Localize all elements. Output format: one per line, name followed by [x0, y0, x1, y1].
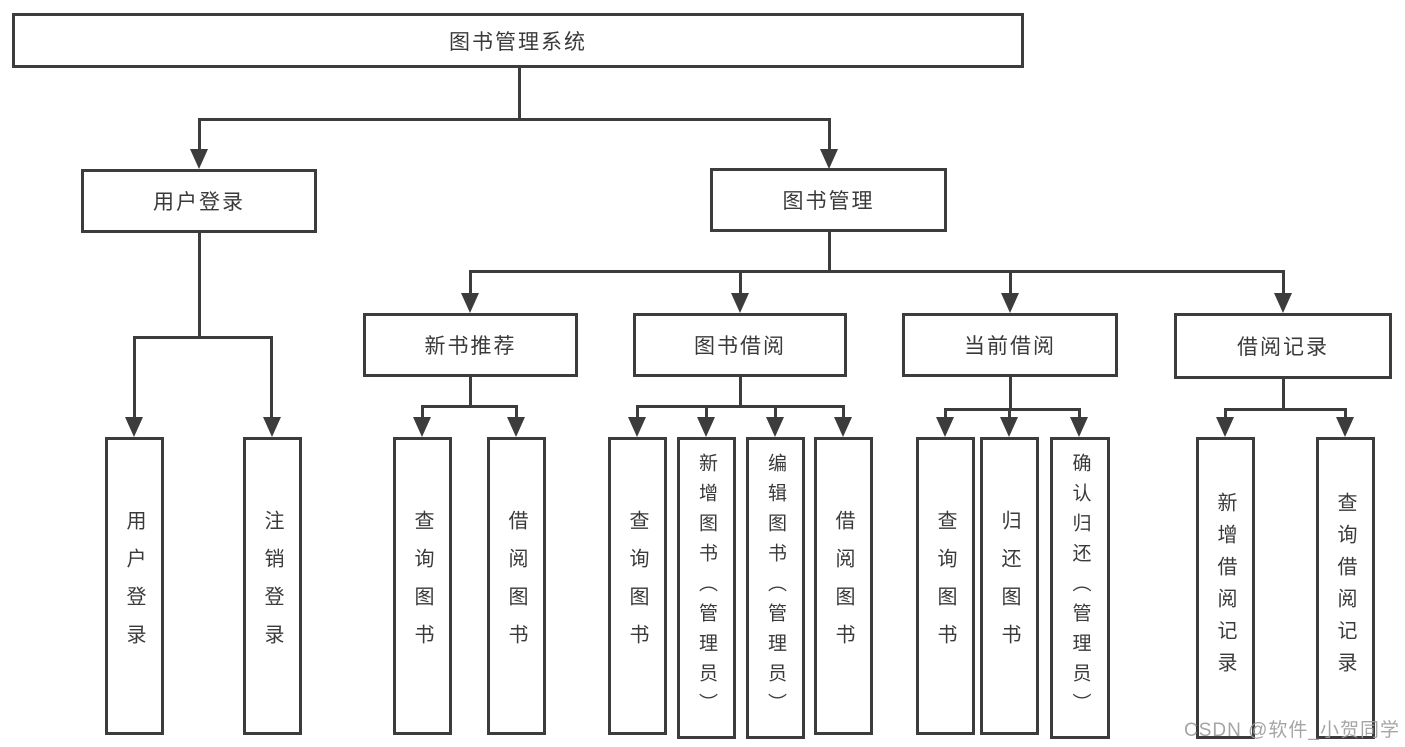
node-record-add-label: 新增借阅记录	[1214, 492, 1236, 684]
node-new-book-recommend-label: 新书推荐	[424, 335, 517, 358]
node-book-management-label: 图书管理	[782, 190, 875, 213]
connector-login-drop	[270, 336, 273, 419]
connector-current-stem	[1009, 377, 1012, 410]
arrow-down-icon	[507, 417, 525, 437]
arrow-down-icon	[263, 417, 281, 437]
node-new-book-recommend: 新书推荐	[363, 313, 578, 377]
connector-mgmt-stem	[828, 232, 831, 272]
arrow-down-icon	[190, 149, 208, 169]
node-book-borrowing-label: 图书借阅	[694, 335, 786, 358]
connector-current-bar	[944, 408, 1081, 411]
connector-recommend-drop	[421, 405, 424, 419]
node-login-logout: 注销登录	[243, 437, 302, 735]
node-current-borrowing-label: 当前借阅	[964, 335, 1056, 358]
node-current-return-books: 归还图书	[980, 437, 1039, 735]
node-login-user: 用户登录	[105, 437, 164, 735]
connector-recommend-drop	[515, 405, 518, 419]
node-current-confirm-return: 确认归还（管理员）	[1050, 437, 1110, 739]
watermark: CSDN @软件_小贺同学	[1184, 720, 1400, 741]
arrow-down-icon	[936, 417, 954, 437]
arrow-down-icon	[820, 149, 838, 169]
node-record-query: 查询借阅记录	[1316, 437, 1375, 739]
node-borrow-edit-books: 编辑图书（管理员）	[746, 437, 805, 739]
arrow-down-icon	[697, 417, 715, 437]
node-borrow-query-books-label: 查询图书	[626, 510, 648, 662]
connector-recommend-stem	[469, 377, 472, 407]
node-login-user-label: 用户登录	[123, 510, 145, 662]
connector-current-drop	[1078, 408, 1081, 419]
node-book-management: 图书管理	[710, 168, 947, 232]
connector-borrow-bar	[636, 405, 844, 408]
connector-current-drop	[944, 408, 947, 419]
connector-borrow-drop	[842, 405, 845, 419]
node-borrowing-records-label: 借阅记录	[1237, 336, 1329, 359]
arrow-down-icon	[1274, 293, 1292, 313]
node-book-borrowing: 图书借阅	[633, 313, 847, 377]
arrow-down-icon	[766, 417, 784, 437]
connector-mgmt-bar	[469, 270, 1283, 273]
arrow-down-icon	[125, 417, 143, 437]
connector-recommend-bar	[421, 405, 518, 408]
connector-current-drop	[1008, 408, 1011, 419]
node-borrow-query-books: 查询图书	[608, 437, 667, 735]
node-current-return-books-label: 归还图书	[998, 510, 1020, 662]
connector-root-stem	[518, 68, 521, 118]
connector-login-bar	[133, 336, 273, 339]
connector-borrow-drop	[774, 405, 777, 419]
node-borrow-borrow-books-label: 借阅图书	[832, 510, 854, 662]
arrow-down-icon	[628, 417, 646, 437]
connector-mgmt-drop	[1009, 270, 1012, 295]
node-recommend-query-books-label: 查询图书	[411, 510, 433, 662]
node-current-confirm-return-label: 确认归还（管理员）	[1069, 453, 1091, 723]
connector-borrow-drop	[705, 405, 708, 419]
connector-records-stem	[1282, 379, 1285, 410]
node-current-borrowing: 当前借阅	[902, 313, 1118, 377]
connector-mgmt-drop	[1282, 270, 1285, 295]
arrow-down-icon	[1001, 293, 1019, 313]
connector-login-stem	[198, 233, 201, 336]
connector-root-bar	[198, 118, 831, 121]
arrow-down-icon	[413, 417, 431, 437]
node-root-label: 图书管理系统	[449, 30, 587, 54]
connector-mgmt-drop	[469, 270, 472, 295]
connector-login-drop	[133, 336, 136, 419]
node-record-add: 新增借阅记录	[1196, 437, 1255, 739]
node-record-query-label: 查询借阅记录	[1334, 492, 1356, 684]
node-borrow-borrow-books: 借阅图书	[814, 437, 873, 735]
node-recommend-borrow-books: 借阅图书	[487, 437, 546, 735]
node-borrow-add-books: 新增图书（管理员）	[677, 437, 736, 739]
arrow-down-icon	[461, 293, 479, 313]
arrow-down-icon	[834, 417, 852, 437]
connector-records-drop	[1344, 408, 1347, 419]
node-user-login-label: 用户登录	[153, 191, 245, 214]
connector-borrow-stem	[739, 377, 742, 407]
arrow-down-icon	[731, 293, 749, 313]
node-borrow-add-books-label: 新增图书（管理员）	[696, 453, 717, 723]
node-recommend-borrow-books-label: 借阅图书	[505, 510, 527, 662]
connector-records-bar	[1224, 408, 1347, 411]
connector-borrow-drop	[636, 405, 639, 419]
arrow-down-icon	[1216, 417, 1234, 437]
connector-mgmt-drop	[739, 270, 742, 295]
connector-root-right-drop	[828, 118, 831, 151]
arrow-down-icon	[1070, 417, 1088, 437]
node-root: 图书管理系统	[12, 13, 1024, 68]
node-borrowing-records: 借阅记录	[1174, 313, 1392, 379]
arrow-down-icon	[1000, 417, 1018, 437]
node-current-query-books: 查询图书	[916, 437, 975, 735]
node-recommend-query-books: 查询图书	[393, 437, 452, 735]
node-login-logout-label: 注销登录	[261, 510, 283, 662]
connector-records-drop	[1224, 408, 1227, 419]
connector-root-left-drop	[198, 118, 201, 151]
node-borrow-edit-books-label: 编辑图书（管理员）	[765, 453, 786, 723]
node-user-login: 用户登录	[81, 169, 317, 233]
arrow-down-icon	[1336, 417, 1354, 437]
node-current-query-books-label: 查询图书	[934, 510, 956, 662]
